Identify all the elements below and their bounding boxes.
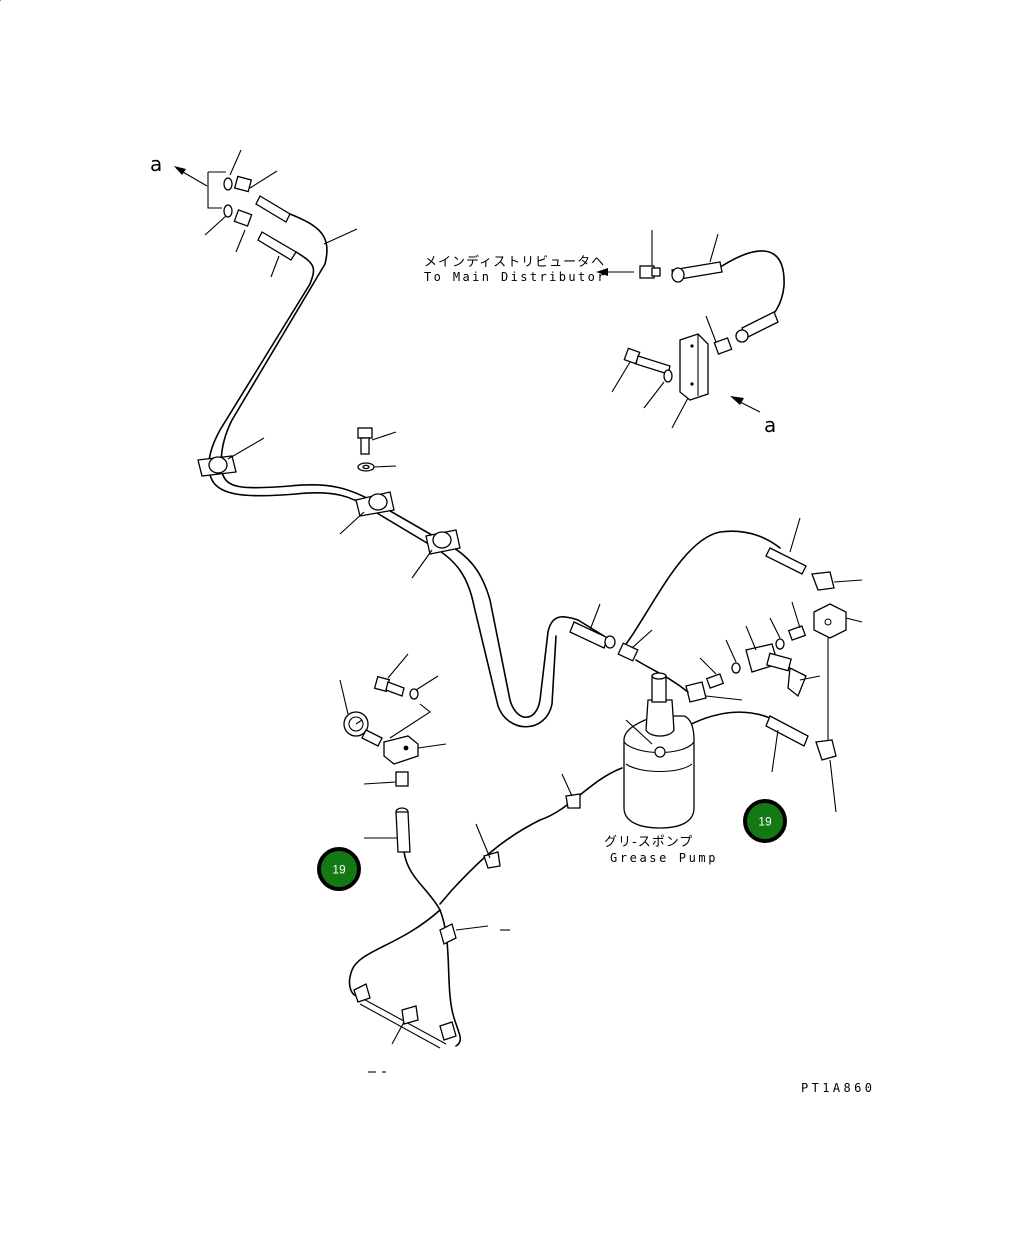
grease-pump-en-label: Grease Pump <box>610 851 718 865</box>
leader-main-pipe <box>323 228 358 245</box>
pipe-clamp-3 <box>411 529 461 579</box>
badge-right-number: 19 <box>758 815 772 829</box>
main-distributor-jp-label: メインディストリビュータヘ <box>424 254 605 270</box>
lower-grease-lines <box>348 767 623 1073</box>
badge-left-number: 19 <box>332 863 346 877</box>
grease-pump: グリ-スポンプ Grease Pump <box>604 672 718 865</box>
pressure-gauge-assembly <box>339 653 447 853</box>
figure-code: PT1A860 <box>801 1081 875 1095</box>
item-number-badge-right[interactable]: 19 <box>743 799 787 843</box>
main-distributor-callout: メインディストリビュータヘ To Main Distributor <box>424 254 634 284</box>
distributor-fittings: a <box>611 230 785 437</box>
item-number-badge-left[interactable]: 19 <box>317 847 361 891</box>
top-left-fittings <box>204 149 297 278</box>
ref-a-top-arrow: a <box>150 152 226 209</box>
grease-pump-jp-label: グリ-スポンプ <box>604 835 693 850</box>
ref-a-right-label: a <box>764 413 776 437</box>
pipe-clamp-1 <box>197 437 265 477</box>
main-pipe-left <box>207 213 605 728</box>
pipe-clamp-2 <box>339 491 395 535</box>
ref-a-top-label: a <box>150 152 162 176</box>
main-distributor-en-label: To Main Distributor <box>424 270 607 284</box>
right-upper-hose <box>619 517 863 740</box>
bolt-and-washer-center <box>357 427 397 472</box>
